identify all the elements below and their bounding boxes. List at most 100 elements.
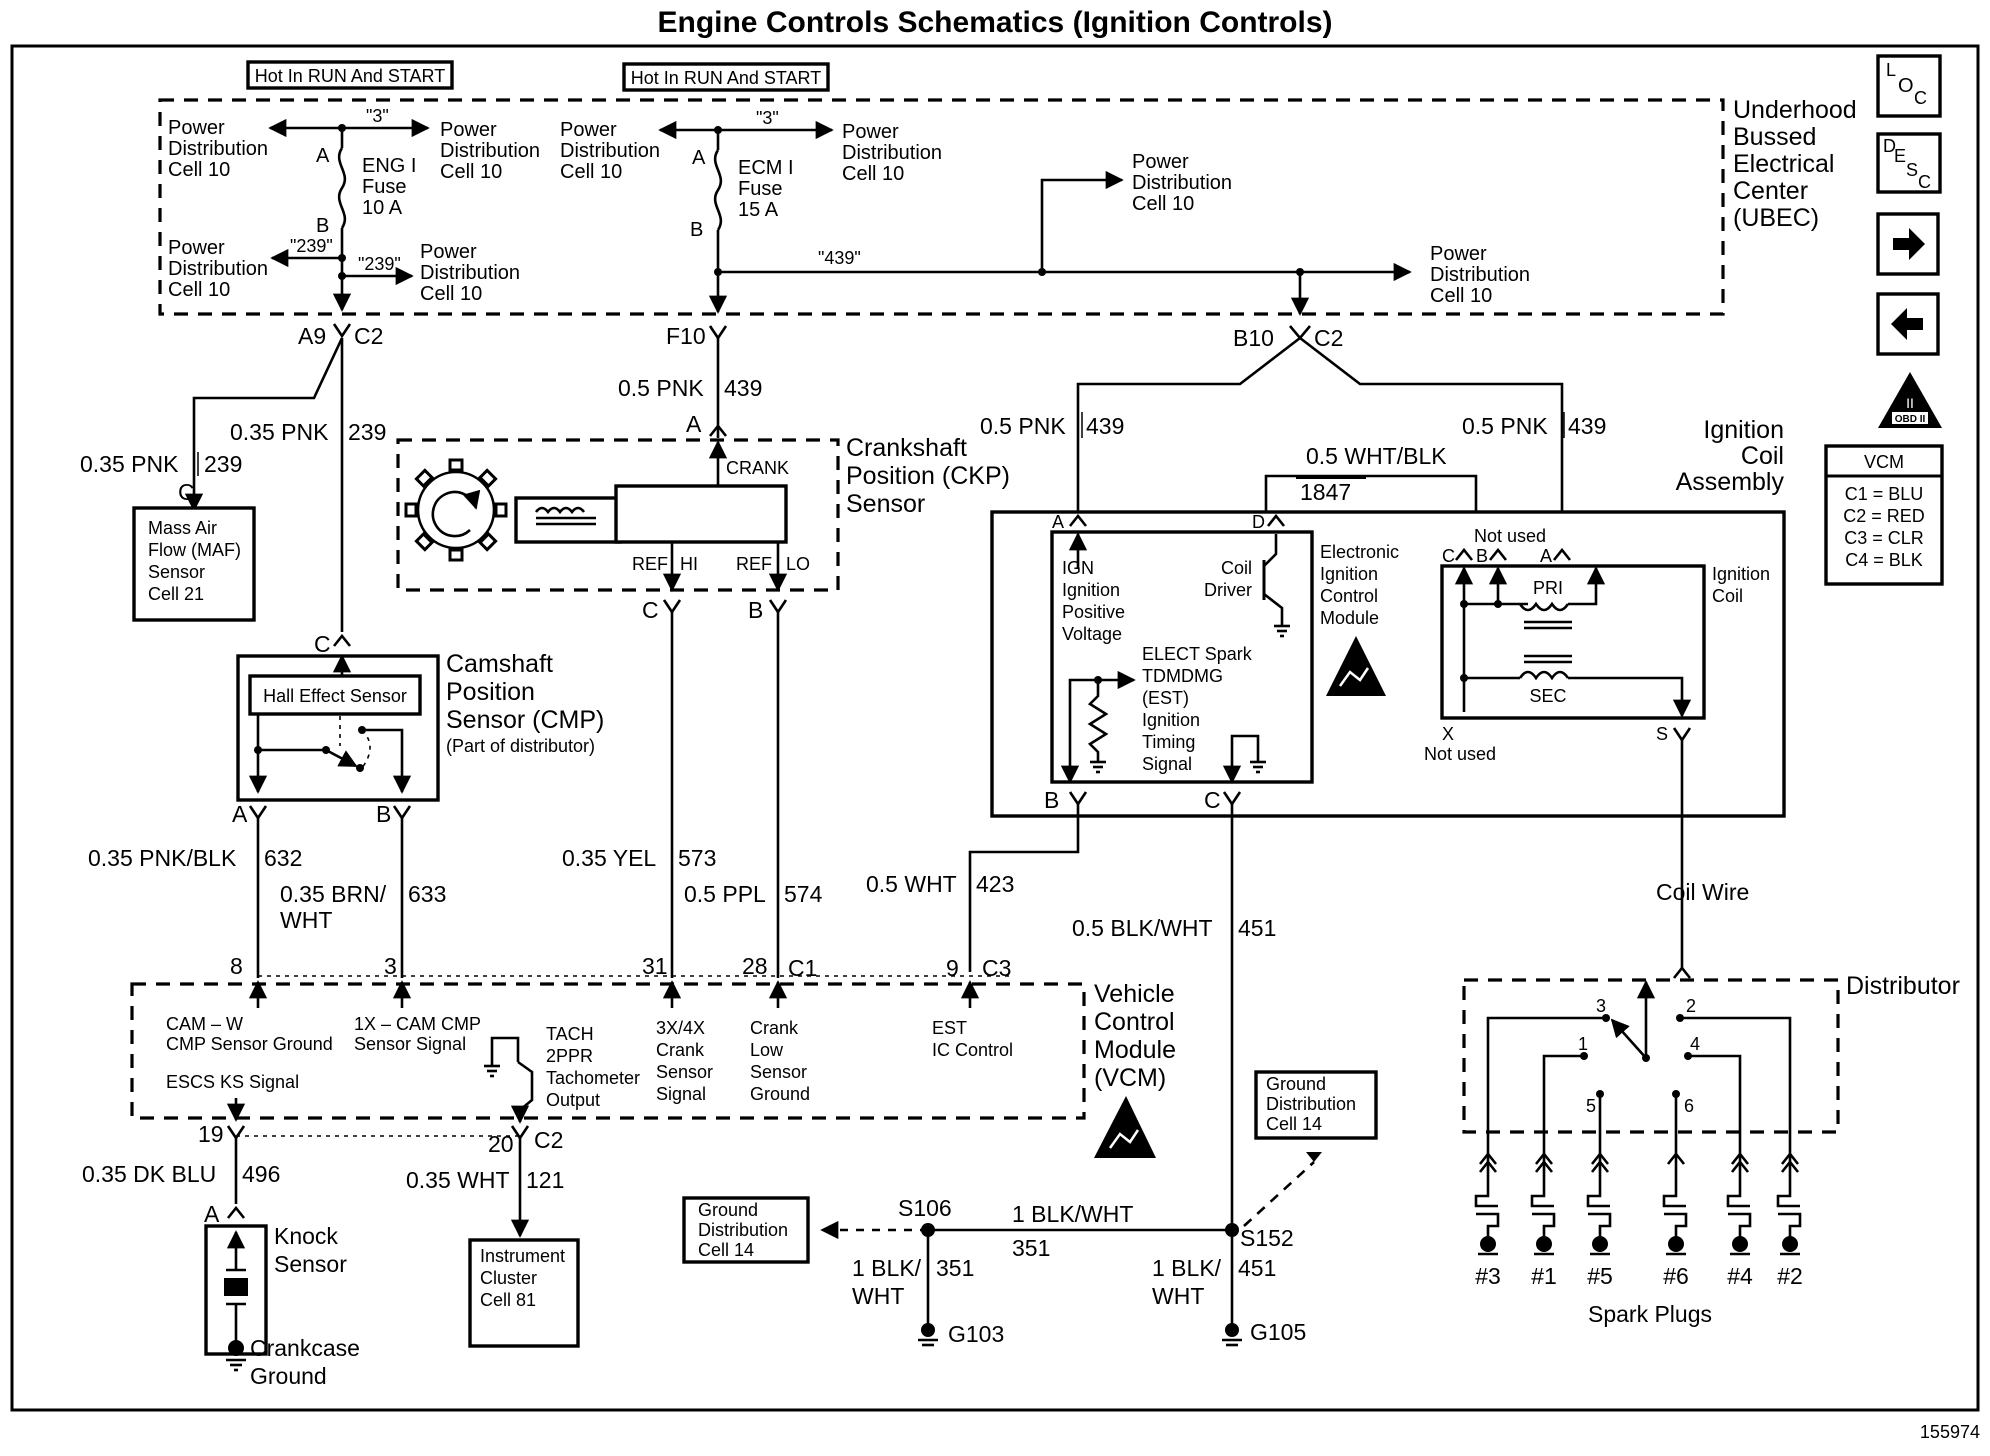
pd-cell-label: Power Distribution Cell 10 [168, 237, 268, 301]
ground-icon [918, 1338, 938, 1347]
svg-text:439: 439 [1568, 413, 1606, 439]
svg-text:Fuse: Fuse [738, 178, 782, 200]
svg-text:B: B [690, 219, 703, 241]
svg-text:1: 1 [1578, 1034, 1588, 1054]
svg-text:Cell 10: Cell 10 [168, 159, 230, 181]
svg-text:C1 = BLU: C1 = BLU [1845, 484, 1924, 504]
svg-text:Distribution: Distribution [168, 138, 268, 160]
svg-text:(UBEC): (UBEC) [1733, 204, 1819, 232]
connector-b10: B10 [1233, 325, 1274, 351]
svg-text:II: II [1906, 395, 1914, 411]
esd-warning-icon [1326, 636, 1386, 696]
svg-text:Sensor: Sensor [846, 490, 925, 518]
svg-text:Cluster: Cluster [480, 1268, 537, 1288]
svg-text:3: 3 [384, 953, 397, 979]
svg-text:451: 451 [1238, 1255, 1276, 1281]
svg-text:Instrument: Instrument [480, 1246, 565, 1266]
svg-text:C4 = BLK: C4 = BLK [1845, 550, 1923, 570]
svg-text:E: E [1894, 146, 1906, 166]
secondary-winding-icon [1518, 670, 1570, 681]
svg-text:Ignition: Ignition [1142, 710, 1200, 730]
svg-text:Cell 10: Cell 10 [842, 163, 904, 185]
arrow-left-icon [1891, 308, 1923, 340]
svg-text:C2: C2 [534, 1127, 563, 1153]
esd-warning-icon [1094, 1096, 1156, 1158]
fuse-icon [713, 149, 723, 231]
svg-text:#5: #5 [1587, 1263, 1613, 1289]
svg-text:633: 633 [408, 881, 446, 907]
svg-text:632: 632 [264, 845, 302, 871]
wire-239-cmp-label: 0.35 PNK [230, 419, 329, 445]
svg-text:Hot In RUN And START: Hot In RUN And START [631, 68, 821, 88]
svg-text:CAM – W: CAM – W [166, 1014, 243, 1034]
svg-text:L: L [1886, 60, 1896, 80]
svg-text:VCM: VCM [1864, 452, 1904, 472]
wire-496-label: 0.35 DK BLU [82, 1161, 216, 1187]
svg-text:Power: Power [1430, 243, 1487, 265]
svg-text:CMP Sensor Ground: CMP Sensor Ground [166, 1034, 333, 1054]
svg-text:9: 9 [946, 955, 959, 981]
svg-text:Signal: Signal [656, 1084, 706, 1104]
svg-text:A: A [232, 801, 248, 827]
ground-icon [1274, 624, 1290, 638]
spark-plugs-label: Spark Plugs [1588, 1301, 1712, 1327]
svg-text:Power: Power [168, 237, 225, 259]
svg-text:#1: #1 [1531, 1263, 1557, 1289]
svg-text:Position: Position [446, 678, 535, 706]
ground-distribution-box-2: Ground Distribution Cell 14 [1254, 1070, 1378, 1140]
svg-text:Module: Module [1320, 608, 1379, 628]
svg-text:Output: Output [546, 1090, 600, 1110]
connector-a9: A9 [298, 323, 326, 349]
svg-text:Ground: Ground [750, 1084, 810, 1104]
svg-text:Timing: Timing [1142, 732, 1195, 752]
svg-text:Assembly: Assembly [1676, 468, 1785, 496]
svg-text:3X/4X: 3X/4X [656, 1018, 705, 1038]
svg-text:351: 351 [1012, 1235, 1050, 1261]
svg-text:Electrical: Electrical [1733, 150, 1834, 178]
svg-text:Ignition: Ignition [1703, 416, 1784, 444]
splice-s106: S106 [898, 1195, 952, 1221]
svg-text:REF: REF [632, 554, 668, 574]
svg-text:Coil: Coil [1741, 442, 1784, 470]
svg-text:Mass Air: Mass Air [148, 518, 217, 538]
ecm-fuse-label: ECM I Fuse 15 A [738, 157, 794, 221]
svg-text:A: A [1052, 512, 1064, 532]
desc-button[interactable]: D E S C [1876, 132, 1942, 194]
svg-text:S: S [1656, 724, 1668, 744]
svg-text:B: B [1476, 546, 1488, 566]
ground-icon [1090, 760, 1106, 774]
icm-name: Electronic Ignition Control Module [1320, 542, 1399, 628]
svg-text:Cell 10: Cell 10 [560, 161, 622, 183]
svg-text:10 A: 10 A [362, 197, 403, 219]
svg-text:28: 28 [742, 953, 768, 979]
svg-text:439: 439 [724, 375, 762, 401]
svg-text:Distribution: Distribution [420, 262, 520, 284]
svg-text:Sensor: Sensor [750, 1062, 807, 1082]
svg-text:15 A: 15 A [738, 199, 779, 221]
wire-423-label: 0.5 WHT [866, 871, 957, 897]
svg-text:D: D [1252, 512, 1265, 532]
svg-text:Distribution: Distribution [168, 258, 268, 280]
prev-page-button[interactable] [1876, 292, 1940, 356]
svg-text:A: A [1540, 546, 1552, 566]
svg-text:1X – CAM CMP: 1X – CAM CMP [354, 1014, 481, 1034]
instrument-cluster-box: Instrument Cluster Cell 81 [468, 1238, 580, 1348]
hot-label-2: Hot In RUN And START [622, 62, 830, 92]
svg-text:B: B [376, 801, 391, 827]
next-page-button[interactable] [1876, 212, 1940, 276]
svg-text:C: C [314, 631, 331, 657]
svg-text:Low: Low [750, 1040, 784, 1060]
svg-text:A: A [204, 1201, 220, 1227]
knock-sensor: Knock Sensor Crankcase Ground [204, 1223, 360, 1389]
fuse-icon [337, 147, 347, 229]
reluctor-wheel-icon [416, 470, 496, 550]
svg-text:Distribution: Distribution [1132, 172, 1232, 194]
svg-text:Power: Power [842, 121, 899, 143]
spark-plug: #2 [1776, 1151, 1803, 1289]
coil-assembly-label: Ignition Coil Assembly [1676, 416, 1785, 496]
loc-button[interactable]: L O C [1876, 54, 1942, 118]
spark-plug: #6 [1662, 1151, 1689, 1289]
svg-text:Control: Control [1094, 1008, 1175, 1036]
svg-text:Sensor: Sensor [148, 562, 205, 582]
svg-text:Cell 21: Cell 21 [148, 584, 204, 604]
